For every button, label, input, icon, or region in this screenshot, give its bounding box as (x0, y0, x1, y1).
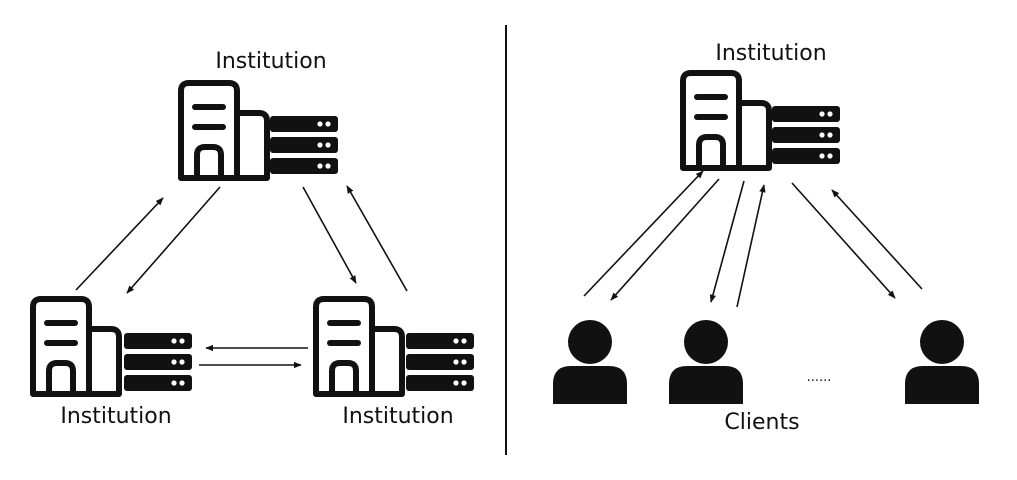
ellipsis: ...... (806, 370, 832, 385)
arrow (346, 185, 408, 292)
building-icon (181, 83, 267, 178)
building-icon (316, 299, 402, 394)
user-icon (669, 320, 743, 404)
institution-label-server: Institution (715, 41, 827, 66)
arrow (709, 180, 745, 303)
clients (553, 320, 979, 404)
institution-label-top-left: Institution (215, 49, 327, 74)
building-icon (33, 299, 119, 394)
server-rack-icon (270, 116, 338, 174)
arrow (126, 186, 221, 294)
arrow (610, 178, 720, 301)
peer-arrows (75, 185, 408, 369)
institution-label-bottom-right: Institution (342, 404, 454, 429)
clients-label: Clients (724, 410, 800, 435)
arrow (791, 182, 896, 299)
client-arrows (583, 170, 923, 308)
user-icon (905, 320, 979, 404)
institution-server (683, 73, 840, 168)
institution-bottom-right (316, 299, 474, 394)
server-rack-icon (124, 333, 192, 391)
arrow (75, 197, 164, 291)
server-rack-icon (406, 333, 474, 391)
arrow (736, 184, 766, 308)
institution-bottom-left (33, 299, 192, 394)
institution-label-bottom-left: Institution (60, 404, 172, 429)
arrow (302, 186, 357, 284)
arrow (831, 189, 923, 290)
user-icon (553, 320, 627, 404)
arrow (583, 170, 704, 297)
server-rack-icon (772, 106, 840, 164)
building-icon (683, 73, 769, 168)
institution-top-left (181, 83, 338, 178)
